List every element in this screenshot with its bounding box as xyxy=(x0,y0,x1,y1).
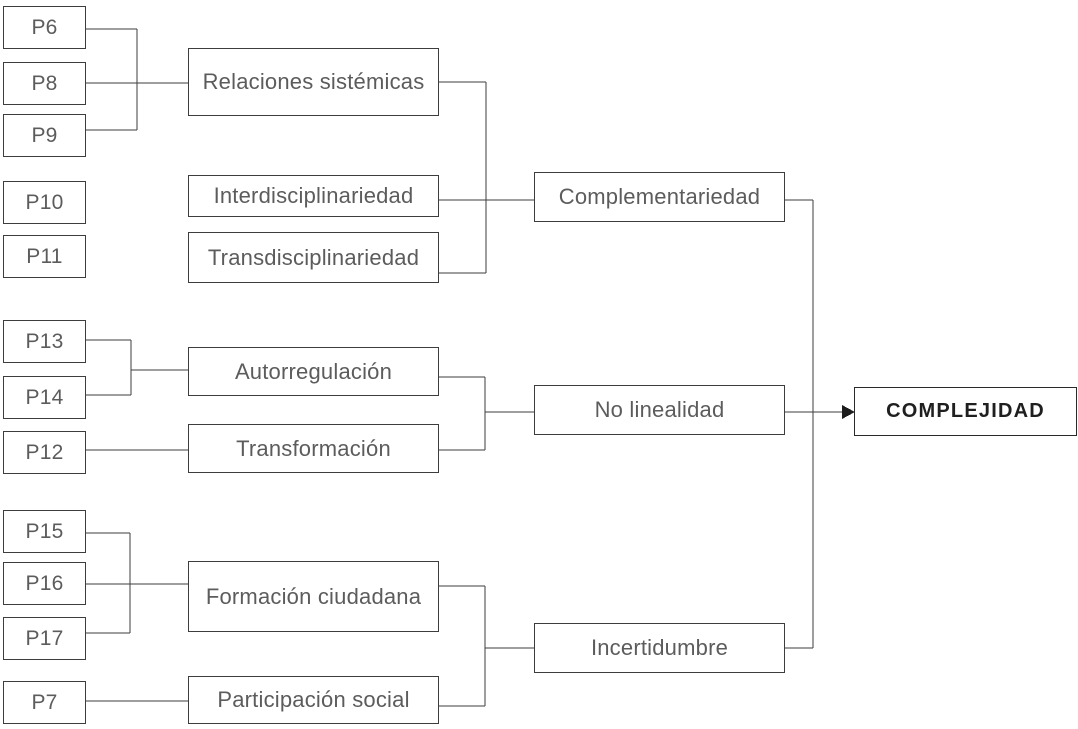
source-node-p14: P14 xyxy=(3,376,86,419)
arrow-head-icon xyxy=(842,405,855,419)
source-node-p12: P12 xyxy=(3,431,86,474)
theme-node-relaciones-sistemicas: Relaciones sistémicas xyxy=(188,48,439,116)
theme-node-formacion-ciudadana: Formación ciudadana xyxy=(188,561,439,632)
category-node-incertidumbre: Incertidumbre xyxy=(534,623,785,673)
source-node-p11: P11 xyxy=(3,235,86,278)
theme-node-participacion-social: Participación social xyxy=(188,676,439,724)
source-node-p16: P16 xyxy=(3,562,86,605)
source-node-p9: P9 xyxy=(3,114,86,157)
source-node-p10: P10 xyxy=(3,181,86,224)
theme-node-interdisciplinariedad: Interdisciplinariedad xyxy=(188,175,439,217)
theme-node-autorregulacion: Autorregulación xyxy=(188,347,439,396)
source-node-p6: P6 xyxy=(3,6,86,49)
connector-path xyxy=(86,28,843,707)
outcome-node-complejidad: COMPLEJIDAD xyxy=(854,387,1077,436)
category-node-complementariedad: Complementariedad xyxy=(534,172,785,222)
category-node-no-linealidad: No linealidad xyxy=(534,385,785,435)
source-node-p13: P13 xyxy=(3,320,86,363)
source-node-p15: P15 xyxy=(3,510,86,553)
source-node-p8: P8 xyxy=(3,62,86,105)
source-node-p17: P17 xyxy=(3,617,86,660)
theme-node-transformacion: Transformación xyxy=(188,424,439,473)
theme-node-transdisciplinariedad: Transdisciplinariedad xyxy=(188,232,439,283)
source-node-p7: P7 xyxy=(3,681,86,724)
